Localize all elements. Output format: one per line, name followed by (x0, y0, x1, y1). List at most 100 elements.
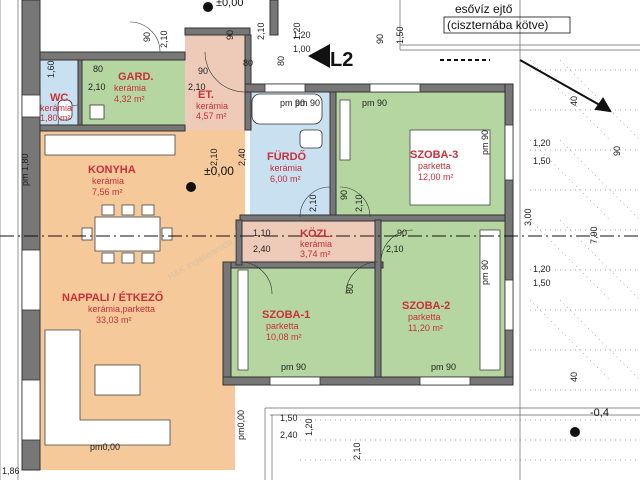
dim-label: 1,20 (533, 138, 551, 148)
level-marker-right (570, 427, 580, 437)
gard-name: GARD. (118, 71, 153, 83)
dim-label: pm 90 (480, 260, 490, 285)
dining-table (94, 216, 161, 252)
dim-label: pm 90 (280, 98, 305, 108)
dim-label: pm 90 (431, 362, 456, 372)
nappali-area: 33,03 m² (96, 315, 132, 325)
sofa (44, 329, 171, 446)
bed-szoba3 (409, 129, 491, 206)
dimension-labels: 90 2,10 80 2,10 1,60 90 2,10 1,00 1,20 1… (2, 22, 622, 476)
dim-label: 90 (142, 32, 152, 42)
top-level-label: ±0,00 (216, 0, 243, 9)
nappali-name: NAPPALI / ÉTKEZŐ (62, 291, 164, 304)
et-floor (185, 35, 245, 130)
dim-label: 90 (397, 228, 407, 238)
et-name: ET. (198, 89, 214, 101)
nappali-material: kerámia,parketta (88, 304, 155, 314)
downpipe-label-2: (ciszternába kötve) (447, 18, 548, 32)
door-swings (57, 21, 414, 295)
section-mark-label: L2 (330, 49, 353, 71)
szoba3-name: SZOBA-3 (410, 149, 458, 161)
dim-label: 1,50 (395, 26, 405, 44)
szoba3-area: 12,00 m² (418, 172, 454, 182)
dim-label: 2,10 (308, 194, 318, 212)
gard-area: 4,32 m² (114, 94, 145, 104)
dim-label: 90 (198, 66, 208, 76)
szoba1-name: SZOBA-1 (262, 309, 310, 321)
kozl-name: KÖZL. (300, 227, 333, 240)
dim-label: 80 (276, 56, 286, 66)
dim-label: pm0,00 (236, 410, 246, 440)
wardrobe-szoba3 (339, 99, 351, 161)
dim-label: 2,40 (253, 244, 271, 254)
washbasin (299, 129, 323, 149)
dim-label: 2,10 (386, 244, 404, 254)
szoba1-material: parketta (266, 321, 299, 331)
dim-label: 1,10 (253, 228, 271, 238)
kitchen-counter (44, 134, 176, 156)
center-level-label: ±0,00 (204, 164, 234, 178)
dim-label: 80 (243, 58, 253, 68)
kozl-area: 3,74 m² (300, 249, 331, 259)
dim-label: 1,86 (2, 466, 20, 476)
level-marker-top (203, 2, 213, 12)
szoba1-floor (230, 265, 378, 377)
dim-label: pm0,00 (90, 442, 120, 452)
downpipe-arrow (440, 59, 612, 113)
szoba2-name: SZOBA-2 (402, 300, 450, 312)
dim-label: 3,00 (523, 208, 533, 226)
konyha-name: KONYHA (88, 164, 136, 176)
dim-label: 40 (569, 96, 579, 106)
room-labels: GARD. kerámia 4,32 m² WC kerámia 1,80 m²… (40, 71, 458, 342)
et-material: kerámia (196, 101, 228, 111)
wc-area: 1,80 m² (40, 113, 71, 123)
hall-floor (185, 130, 245, 230)
level-markers (186, 2, 580, 437)
szoba2-material: parketta (408, 312, 441, 322)
bathtub (251, 93, 323, 125)
dim-label: 2,40 (280, 430, 298, 440)
sink-wc (89, 104, 105, 120)
wardrobe-szoba2 (479, 229, 501, 371)
downpipe-label-1: esővíz ejtő (455, 2, 513, 16)
dim-label: 90 (225, 30, 235, 40)
wardrobe-szoba1 (237, 269, 249, 371)
dim-label: 1,20 (292, 22, 302, 40)
dim-label: 40 (569, 372, 579, 382)
kozl-floor (240, 220, 380, 262)
dim-label: 80 (345, 284, 355, 294)
kozl-material: kerámia (300, 239, 332, 249)
dim-label: 2,10 (256, 22, 266, 40)
furniture (44, 99, 501, 446)
coffee-table (94, 364, 141, 396)
dim-label: 80 (93, 64, 103, 74)
furdo-area: 6,00 m² (270, 174, 301, 184)
dim-label: pm 1,80 (20, 153, 30, 186)
dim-label: 1,50 (280, 413, 298, 423)
dim-label: pm 90 (362, 98, 387, 108)
lattice-pattern (300, 59, 640, 461)
wc-bowl (57, 99, 73, 121)
dim-label: 2,10 (352, 442, 362, 460)
dim-label: 1,50 (533, 278, 551, 288)
szoba2-area: 11,20 m² (408, 323, 443, 333)
dim-label: 1,20 (293, 30, 311, 40)
dim-label: pm 90 (295, 98, 320, 108)
dim-label: 1,20 (533, 264, 551, 274)
dim-label: 2,40 (237, 148, 247, 166)
dim-label: 2,10 (354, 194, 364, 212)
dim-label: pm 90 (281, 362, 306, 372)
bathroom-fixtures (57, 93, 323, 149)
konyha-material: kerámia (92, 176, 124, 186)
dim-label: 2,10 (209, 148, 219, 166)
furdo-material: kerámia (270, 163, 302, 173)
wc-material: kerámia (40, 103, 72, 113)
dim-label: 1,60 (46, 60, 56, 78)
konyha-area: 7,56 m² (92, 187, 123, 197)
dim-label: 1,50 (533, 156, 551, 166)
dim-label: 90 (612, 146, 622, 156)
level-marker-center (186, 182, 196, 192)
szoba1-area: 10,08 m² (266, 332, 302, 342)
